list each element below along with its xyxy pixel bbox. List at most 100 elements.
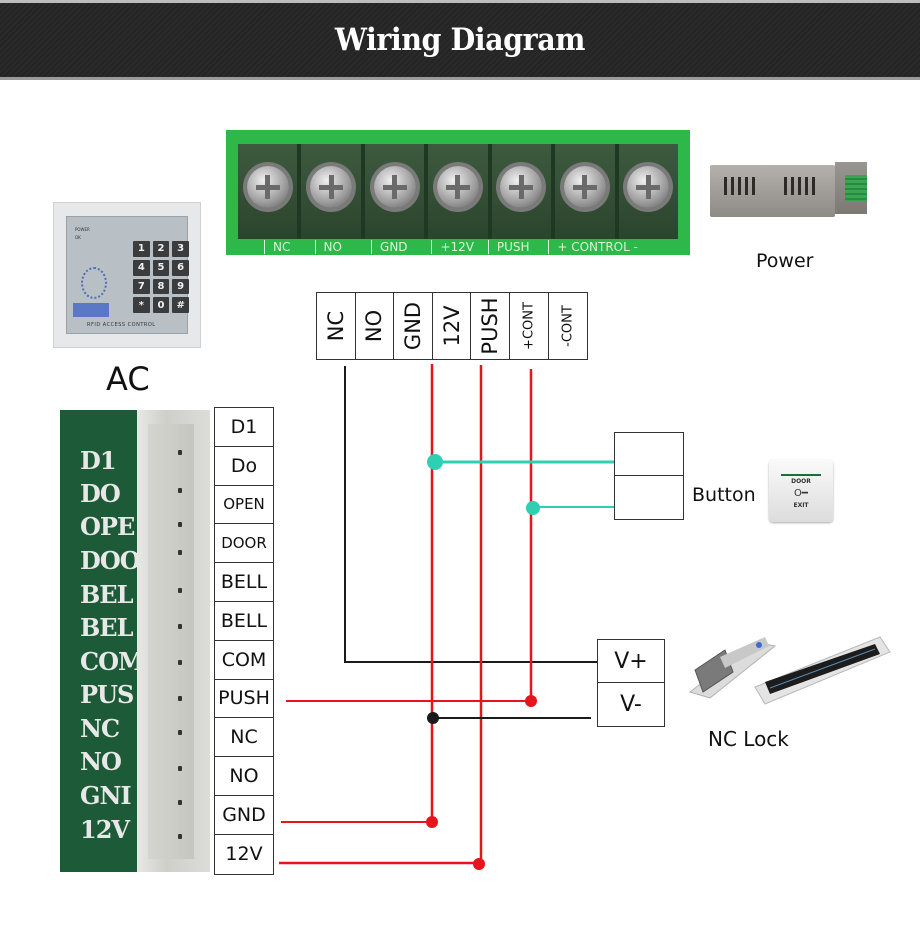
pin-cell-bell: BELL (215, 563, 273, 602)
junction-gnd-button (427, 454, 443, 470)
silk-label: NO (314, 240, 371, 254)
button-terminal-1 (615, 433, 683, 476)
pin-cell-do: Do (215, 447, 273, 486)
pin-cell-open: OPEN (215, 486, 273, 525)
screw-icon (436, 166, 479, 208)
pin-cell-nc: NC (215, 718, 273, 758)
connector-pin (178, 696, 182, 701)
term-cell-plus-cont: +CONT (510, 293, 549, 359)
pin-cell-bell: BELL (215, 602, 273, 641)
pcb-silk-label: BEL (80, 580, 133, 609)
nc-lock-icon (688, 636, 891, 705)
screw-icon (563, 166, 606, 208)
connector-pin (178, 660, 182, 665)
connector-pin (178, 834, 182, 839)
led-label: OK (75, 235, 81, 240)
term-cell-12v: 12V (433, 293, 472, 359)
terminal-block-silkscreen: NC NO GND +12V PUSH + CONTROL - (264, 240, 664, 254)
junction-push (525, 695, 537, 707)
controller-pcb-photo: D1 DO OPE DOO BEL BEL COM PUS NC NO GNI … (60, 410, 210, 872)
connector-pin (178, 588, 182, 593)
keypad-key: # (172, 297, 189, 313)
term-cell-nc: NC (317, 293, 356, 359)
keypad-brand-text: RFID ACCESS CONTROL (87, 322, 156, 328)
pcb-connector-inner (148, 424, 194, 859)
bolt-lock-icon (688, 637, 777, 699)
keypad-key: 4 (133, 259, 150, 276)
screw-icon (373, 166, 416, 208)
terminal-block-base (238, 144, 678, 239)
connector-pin (178, 450, 182, 455)
keypad-key: 9 (172, 278, 189, 295)
exit-button-icon: DOOR O━ EXIT (769, 460, 833, 522)
pcb-silk-label: OPE (80, 512, 135, 541)
terminal-screw-slot (555, 144, 619, 239)
lock-terminal-vplus: V+ (598, 640, 664, 683)
connector-pin (178, 800, 182, 805)
magnetic-lock-icon (754, 636, 891, 705)
pin-cell-push: PUSH (215, 680, 273, 719)
key-icon: O━ (794, 488, 808, 499)
button-label: Button (692, 484, 756, 506)
keypad-key: 7 (133, 278, 150, 295)
connector-pin (178, 522, 182, 527)
connector-pin (178, 766, 182, 771)
keypad-key: 0 (152, 297, 170, 313)
keypad-keys: 1 2 3 4 5 6 7 8 9 * 0 # (133, 241, 189, 313)
junction-push-button (526, 501, 540, 515)
power-label: Power (756, 250, 814, 272)
pcb-silk-label: NC (80, 714, 120, 743)
term-cell-no: NO (356, 293, 395, 359)
terminal-screw-slot (618, 144, 678, 239)
pin-cell-no: NO (215, 757, 273, 796)
connector-pin (178, 550, 182, 555)
keypad-key: 6 (172, 259, 189, 276)
pcb-silk-label: 12V (80, 815, 130, 844)
pin-cell-gnd: GND (215, 796, 273, 835)
connector-pin (178, 488, 182, 493)
power-supply-body (710, 165, 835, 217)
silk-label: + CONTROL - (548, 240, 664, 254)
lock-terminal-vminus: V- (620, 692, 642, 717)
power-supply-terminal (845, 175, 867, 201)
terminal-screw-slot (364, 144, 429, 239)
exit-button-top-text: DOOR (791, 478, 811, 485)
pin-cell-d1: D1 (215, 408, 273, 447)
keypad-key: 5 (152, 259, 170, 276)
controller-pin-table: D1 Do OPEN DOOR BELL BELL COM PUSH NC NO… (214, 407, 274, 875)
pcb-silk-label: BEL (80, 613, 133, 642)
pcb-silk-label: DO (80, 479, 121, 508)
keypad-key: * (133, 297, 150, 313)
term-cell-gnd: GND (394, 293, 433, 359)
connector-pin (178, 624, 182, 629)
screw-icon (246, 166, 289, 208)
junction-12v (473, 858, 485, 870)
keypad-key: 8 (152, 278, 170, 295)
pcb-silk-label: NO (80, 747, 122, 776)
silk-label: GND (371, 240, 431, 254)
terminal-screw-slot (491, 144, 556, 239)
keypad-key: 3 (172, 241, 189, 257)
terminal-screw-slot (428, 144, 492, 239)
access-control-label: AC (106, 360, 150, 398)
junction-gnd (426, 816, 438, 828)
silk-label: PUSH (487, 240, 548, 254)
keypad-face: POWER OK 1 2 3 4 5 6 7 8 9 * 0 # RFID AC… (66, 216, 189, 334)
header-banner: Wiring Diagram (0, 0, 920, 80)
pcb-silk-label: PUS (80, 680, 134, 709)
exit-button-bar (781, 474, 821, 476)
power-terminal-block: NC NO GND +12V PUSH + CONTROL - (226, 130, 690, 255)
nc-lock-label: NC Lock (708, 727, 789, 751)
pin-cell-com: COM (215, 641, 273, 680)
access-control-keypad-icon: POWER OK 1 2 3 4 5 6 7 8 9 * 0 # RFID AC… (53, 202, 201, 348)
pcb-silk-label: DOO (80, 546, 140, 575)
silk-label: +12V (431, 240, 487, 254)
term-cell-push: PUSH (471, 293, 510, 359)
exit-button-bottom-text: EXIT (793, 502, 809, 509)
led-label: POWER (75, 227, 90, 232)
terminal-screw-slot (238, 144, 302, 239)
lock-terminal-box: V+ V- (597, 639, 665, 727)
power-terminal-header: NC NO GND 12V PUSH +CONT -CONT (316, 292, 589, 360)
card-reader-window (73, 303, 109, 317)
wire-nc-to-vplus (344, 366, 597, 663)
